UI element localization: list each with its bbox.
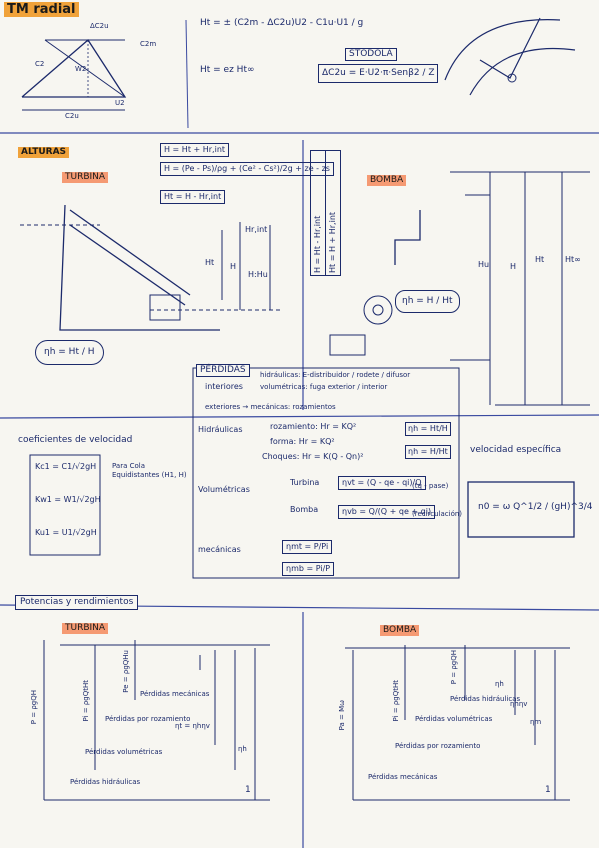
interiores-item-2: volumétricas: fuga exterior / interior <box>260 383 388 391</box>
bomba-label-hu: Hu <box>478 260 490 269</box>
turbina-perd-hid: Pérdidas hidráulicas <box>70 778 141 786</box>
stodola-label: STODOLA <box>345 48 397 61</box>
eta-turbina: ηh = Ht / H <box>35 340 104 365</box>
turbina-label: TURBINA <box>62 172 109 183</box>
turbina-p: P = ρgQH <box>30 690 38 725</box>
bomba-perd-vol: Pérdidas volumétricas <box>415 715 493 723</box>
perdidas-label: PÉRDIDAS <box>196 364 250 377</box>
eta-vb: ηvb = Q/(Q + qe + qi) <box>338 505 436 519</box>
vol-bomba-label: Bomba <box>290 505 319 514</box>
note-bomba: (recirculación) <box>412 510 463 518</box>
bomba-label-h: H <box>510 262 517 271</box>
triangle-label-w2: W2 <box>75 65 87 73</box>
coeficientes-note: Para Cola Equidistantes (H1, H) <box>112 462 187 479</box>
hidraulicas-label: Hidráulicas <box>198 425 243 434</box>
bomba-pa: Pa = Mω <box>338 700 346 731</box>
alturas-eq3: Ht = H - Hr,int <box>160 190 226 204</box>
turbina-one: 1 <box>245 785 251 795</box>
triangle-label-c2: C2 <box>35 60 45 68</box>
velocidad-formula: n0 = ω Q^1/2 / (gH)^3/4 <box>478 502 593 512</box>
eta-vt: ηvt = (Q - qe - qi)/Q <box>338 476 426 490</box>
eta-bomba: ηh = H / Ht <box>395 290 460 313</box>
bomba-label-htinf: Ht∞ <box>565 255 581 264</box>
bomba-eq2: Ht = H + Hr,int <box>325 150 341 276</box>
bomba-p: P = ρgQH <box>450 650 458 685</box>
alturas-label: ALTURAS <box>18 147 70 158</box>
triangle-label-c2m: C2m <box>140 40 157 48</box>
velocidad-label: velocidad específica <box>470 445 562 455</box>
alturas-eq2: H = (Pe - Ps)/ρg + (Ce² - Cs²)/2g + ze -… <box>160 162 334 176</box>
turbina-eta-t: ηt = ηhηv <box>175 722 210 730</box>
rozamiento-eq: rozamiento: Hr = KQ² <box>270 422 357 431</box>
alturas-eq1: H = Ht + Hr,int <box>160 143 230 157</box>
eta-mb: ηmb = Pi/P <box>282 562 335 576</box>
turbina-perd-mec: Pérdidas mecánicas <box>140 690 210 698</box>
height-label-ht: Ht <box>205 258 215 267</box>
ht-formula-2: Ht = ez Ht∞ <box>200 65 255 75</box>
bomba-perd-hid: Pérdidas hidráulicas <box>450 695 521 703</box>
triangle-label-dc2u: ΔC2u <box>90 22 109 30</box>
bomba-eta-h: ηh <box>495 680 504 688</box>
potencias-turbina-label: TURBINA <box>62 623 109 634</box>
bomba-eq1: H = Ht - Hr,int <box>310 150 326 276</box>
exteriores-label: exteriores → mecánicas: rozamientos <box>205 403 336 411</box>
volumetricas-label: Volumétricas <box>198 485 250 494</box>
bomba-eta-m: ηm <box>530 718 542 726</box>
kc-formula: Kc1 = C1/√2gH <box>35 462 97 471</box>
potencias-label: Potencias y rendimientos <box>15 595 139 610</box>
potencias-bomba-label: BOMBA <box>380 625 420 636</box>
turbina-pi: Pi = ρgQtHt <box>82 680 90 722</box>
kw-formula: Kw1 = W1/√2gH <box>35 495 101 504</box>
turbina-perd-roz: Pérdidas por rozamiento <box>105 715 191 723</box>
interiores-item-1: hidráulicas: E-distribuidor / rodete / d… <box>260 371 411 379</box>
bomba-pi: Pi = ρgQtHt <box>392 680 400 722</box>
turbina-perd-vol: Pérdidas volumétricas <box>85 748 163 756</box>
bomba-label: BOMBA <box>367 175 407 186</box>
coeficientes-label: coeficientes de velocidad <box>18 435 133 445</box>
bomba-perd-roz: Pérdidas por rozamiento <box>395 742 481 750</box>
bomba-eta-hv: ηhηv <box>510 700 528 708</box>
forma-eq: forma: Hr = KQ² <box>270 437 335 446</box>
choques-eq: Choques: Hr = K(Q - Qn)² <box>262 452 364 461</box>
eta-h-turbina: ηh = Ht/H <box>405 422 451 436</box>
bomba-perd-mec: Pérdidas mecánicas <box>368 773 438 781</box>
bomba-one: 1 <box>545 785 551 795</box>
vol-turbina-label: Turbina <box>290 478 320 487</box>
note-turbina: (tq - pase) <box>412 482 449 490</box>
eta-mt: ηmt = P/Pi <box>282 540 333 554</box>
ht-formula: Ht = ± (C2m - ΔC2u)U2 - C1u·U1 / g <box>200 18 364 28</box>
page-title: TM radial <box>4 2 79 17</box>
height-label-h: H <box>230 262 237 271</box>
triangle-label-c2u: C2u <box>65 112 79 120</box>
interiores-label: interiores <box>205 382 243 391</box>
ku-formula: Ku1 = U1/√2gH <box>35 528 97 537</box>
height-label-hhu: H:Hu <box>248 270 268 279</box>
bomba-label-ht: Ht <box>535 255 545 264</box>
eta-h-bomba: ηh = H/Ht <box>405 445 451 459</box>
turbina-pe: Pe = ρgQHu <box>122 650 130 693</box>
triangle-label-u2: U2 <box>115 99 125 107</box>
mecanicas-label: mecánicas <box>198 545 241 554</box>
height-label-hrint: Hr,int <box>245 225 268 234</box>
stodola-formula: ΔC2u = E·U2·π·Senβ2 / Z <box>318 64 439 83</box>
turbina-eta-h: ηh <box>238 745 247 753</box>
